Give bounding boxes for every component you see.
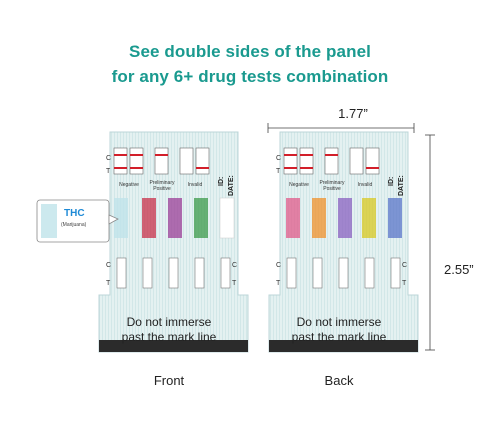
front-id-label: ID: (218, 176, 225, 186)
back-t-label-left: T (276, 280, 281, 287)
back-c-label-left: C (276, 262, 282, 269)
front-c-label-right: C (232, 262, 238, 269)
front-panel (98, 131, 249, 353)
front-warning-line-2: past the mark line (121, 330, 217, 344)
back-caption: Back (324, 373, 354, 388)
callout-title: THC (64, 208, 85, 219)
front-t-label-top: T (106, 168, 111, 175)
front-caption: Front (153, 373, 185, 388)
height-dimension-line (425, 134, 435, 351)
callout-subtitle: (Marijuana) (61, 222, 87, 228)
front-date-label: DATE: (228, 175, 235, 196)
back-t-label-top: T (276, 168, 281, 175)
back-t-label-right: T (402, 280, 407, 287)
front-invalid-label: Invalid (187, 182, 203, 188)
back-warning: Do not immerse past the mark line (269, 315, 409, 345)
back-warning-line-2: past the mark line (291, 330, 387, 344)
back-warning-line-1: Do not immerse (296, 315, 382, 329)
front-t-label-left: T (106, 280, 111, 287)
front-positive-label: Preliminary Positive (149, 180, 175, 192)
back-c-label-right: C (402, 262, 408, 269)
height-dimension-label: 2.55” (444, 262, 474, 277)
front-warning-line-1: Do not immerse (126, 315, 212, 329)
back-positive-label: Preliminary Positive (319, 180, 345, 192)
back-negative-label: Negative (289, 182, 309, 188)
headline-line-2: for any 6+ drug tests combination (111, 67, 389, 86)
width-dimension-line (267, 123, 415, 133)
headline-line-1: See double sides of the panel (129, 42, 371, 61)
back-invalid-label: Invalid (357, 182, 373, 188)
front-c-label-left: C (106, 262, 112, 269)
front-c-label-top: C (106, 155, 112, 162)
back-panel (268, 131, 419, 353)
front-negative-label: Negative (119, 182, 139, 188)
front-t-label-right: T (232, 280, 237, 287)
back-c-label-top: C (276, 155, 282, 162)
thc-callout (36, 199, 119, 243)
front-warning: Do not immerse past the mark line (99, 315, 239, 345)
back-id-label: ID: (388, 176, 395, 186)
back-date-label: DATE: (398, 175, 405, 196)
width-dimension-label: 1.77” (338, 106, 368, 121)
